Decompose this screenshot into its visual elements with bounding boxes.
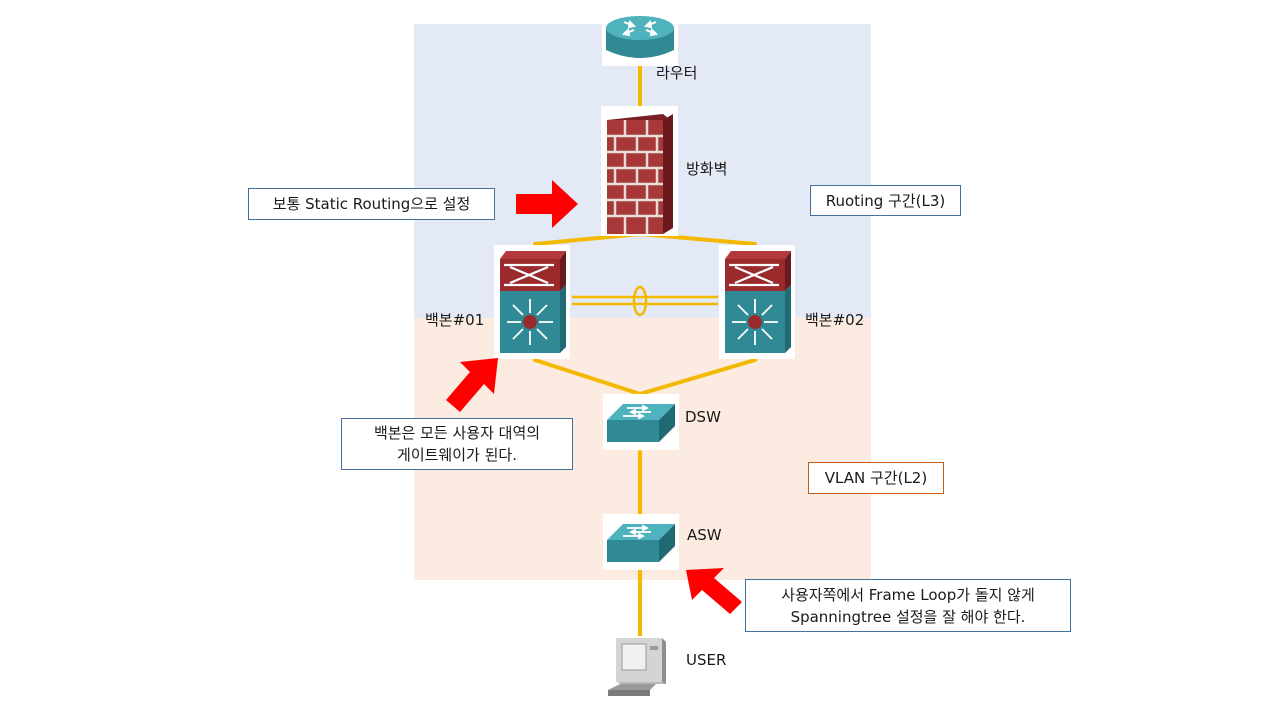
router-label: 라우터	[656, 64, 698, 82]
router-icon	[602, 12, 678, 66]
firewall-icon	[601, 106, 678, 236]
backbone2-label: 백본#02	[805, 311, 865, 329]
workstation-icon	[606, 636, 670, 702]
firewall-label: 방화벽	[686, 160, 728, 178]
stp-callout: 사용자쪽에서 Frame Loop가 돌지 않게 Spanningtree 설정…	[745, 579, 1071, 632]
gateway-callout-line2: 게이트웨이가 된다.	[397, 446, 517, 464]
l3-switch-icon	[719, 245, 795, 359]
static-routing-callout: 보통 Static Routing으로 설정	[248, 188, 495, 220]
stp-callout-line1: 사용자쪽에서 Frame Loop가 돌지 않게	[781, 585, 1035, 604]
asw-label: ASW	[687, 526, 722, 544]
link-backbone1-dsw	[533, 358, 642, 396]
routing-zone-label: Ruoting 구간(L3)	[810, 185, 961, 216]
backbone1-label: 백본#01	[425, 311, 485, 329]
port-channel-ring	[632, 285, 648, 317]
vlan-zone-label: VLAN 구간(L2)	[808, 462, 944, 494]
gateway-callout-line1: 백본은 모든 사용자 대역의	[373, 424, 541, 442]
switch-icon	[603, 394, 679, 450]
link-backbone2-dsw	[638, 358, 757, 396]
arrow-to-firewall-icon	[516, 180, 578, 228]
stp-callout-line2: Spanningtree 설정을 잘 해야 한다.	[790, 607, 1026, 626]
dsw-label: DSW	[685, 408, 721, 426]
arrow-to-asw-icon	[686, 568, 742, 614]
arrow-to-backbone-icon	[446, 358, 498, 412]
gateway-callout: 백본은 모든 사용자 대역의 게이트웨이가 된다.	[341, 418, 573, 470]
l3-switch-icon	[494, 245, 570, 359]
user-label: USER	[686, 651, 727, 669]
switch-icon	[603, 514, 679, 570]
